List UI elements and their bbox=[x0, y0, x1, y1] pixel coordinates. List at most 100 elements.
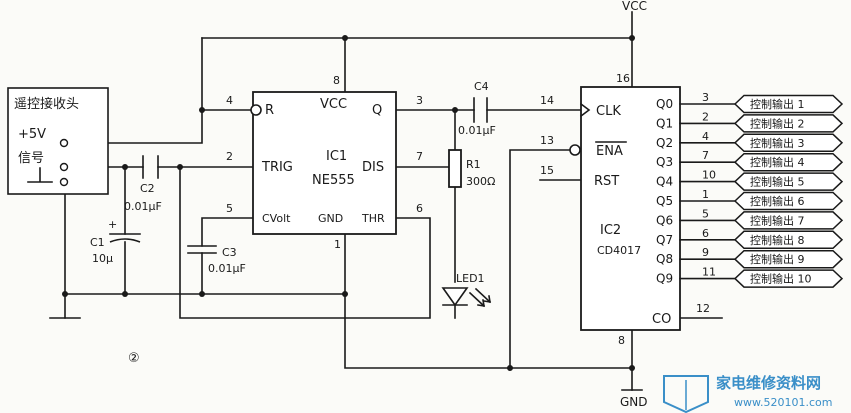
receiver-module: 遥控接收头 +5V 信号 bbox=[7, 87, 109, 195]
ic1-pin-dis: 7 bbox=[416, 150, 423, 163]
output-label: 控制输出 5 bbox=[750, 175, 805, 189]
output-label: 控制输出 2 bbox=[750, 116, 805, 130]
led-led1: LED1 bbox=[441, 272, 492, 308]
ic2-q-pin: 4 bbox=[702, 130, 709, 143]
ic2-q-pin: 3 bbox=[702, 91, 709, 104]
ic1-dis-label: DIS bbox=[362, 160, 384, 175]
ic2-q-pin: 6 bbox=[702, 227, 709, 240]
ic2-q-label: Q2 bbox=[656, 136, 673, 150]
output-arrow-shape bbox=[733, 94, 844, 114]
ic2-pin-vcc: 16 bbox=[616, 72, 630, 85]
c4-name: C4 bbox=[474, 80, 489, 93]
ic1-q-label: Q bbox=[372, 103, 382, 118]
receiver-plus5v: +5V bbox=[18, 127, 46, 142]
output-arrow-shape bbox=[733, 191, 844, 211]
vcc-label: VCC bbox=[622, 0, 647, 13]
svg-text:+: + bbox=[108, 218, 117, 231]
ic2-co-label: CO bbox=[652, 312, 671, 327]
ic1-pin-cvolt: 5 bbox=[226, 202, 233, 215]
capacitor-c4: C4 0.01μF bbox=[458, 80, 496, 137]
ic1-vcc-label: VCC bbox=[320, 97, 347, 112]
c4-value: 0.01μF bbox=[458, 124, 496, 137]
output-label: 控制输出 4 bbox=[750, 155, 805, 169]
ic2-clk-label: CLK bbox=[596, 104, 621, 119]
ic2-q-pin: 9 bbox=[702, 246, 709, 259]
ic1-pin-gnd: 1 bbox=[334, 238, 341, 251]
ic1-trig-label: TRIG bbox=[261, 160, 293, 175]
gnd-label: GND bbox=[620, 395, 648, 409]
ic2-q-pin: 5 bbox=[702, 207, 709, 220]
receiver-title: 遥控接收头 bbox=[14, 96, 79, 112]
c1-value: 10μ bbox=[92, 252, 113, 265]
ic2-pin-rst: 15 bbox=[540, 164, 554, 177]
r1-value: 300Ω bbox=[466, 175, 495, 188]
ic2-q-label: Q6 bbox=[656, 213, 673, 227]
ic2-q-pin: 7 bbox=[702, 149, 709, 162]
output-arrow-shape bbox=[733, 230, 844, 250]
output-arrow-shape bbox=[733, 172, 844, 191]
ic2-q-label: Q7 bbox=[656, 233, 673, 247]
ic2-cd4017: CLK ENA RST CO IC2 CD4017 16 14 13 15 12… bbox=[540, 72, 736, 347]
output-label: 控制输出 3 bbox=[750, 136, 805, 150]
ic2-q-label: Q9 bbox=[656, 272, 673, 286]
output-arrow-shape bbox=[733, 114, 844, 133]
ic1-model: NE555 bbox=[312, 173, 355, 188]
watermark-text: 家电维修资料网 bbox=[716, 374, 821, 392]
capacitor-c1: + C1 10μ bbox=[90, 218, 141, 265]
ic1-pin-vcc: 8 bbox=[333, 74, 340, 87]
capacitor-c3: C3 0.01μF bbox=[187, 245, 246, 275]
c3-value: 0.01μF bbox=[208, 262, 246, 275]
ic2-q-pin: 1 bbox=[702, 188, 709, 201]
c1-name: C1 bbox=[90, 236, 105, 249]
resistor-r1: R1 300Ω bbox=[448, 149, 495, 188]
ic2-pin-clk: 14 bbox=[540, 94, 554, 107]
ic2-q-pin: 11 bbox=[702, 266, 716, 279]
ic1-name: IC1 bbox=[326, 149, 347, 164]
capacitor-c2: C2 0.01μF bbox=[124, 155, 162, 213]
ic1-pin-r: 4 bbox=[226, 94, 233, 107]
ic1-cvolt-label: CVolt bbox=[262, 212, 291, 225]
c2-value: 0.01μF bbox=[124, 200, 162, 213]
output-arrow-shape bbox=[733, 249, 844, 269]
ic2-name: IC2 bbox=[600, 223, 621, 238]
r1-name: R1 bbox=[466, 158, 481, 171]
ic2-pin-ena: 13 bbox=[540, 134, 554, 147]
ic2-ena-label: ENA bbox=[596, 144, 623, 159]
book-logo-icon bbox=[663, 375, 709, 413]
output-label: 控制输出 10 bbox=[750, 272, 812, 286]
ic2-rst-label: RST bbox=[594, 174, 619, 189]
ic2-pin-gnd: 8 bbox=[618, 334, 625, 347]
ic1-r-label: R bbox=[265, 103, 274, 118]
output-label: 控制输出 7 bbox=[750, 213, 805, 227]
figure-number: ② bbox=[128, 351, 140, 366]
ic1-thr-label: THR bbox=[361, 212, 385, 225]
ic2-pin-co: 12 bbox=[696, 302, 710, 315]
ic2-q-label: Q4 bbox=[656, 175, 673, 189]
ic1-pin-trig: 2 bbox=[226, 150, 233, 163]
led1-name: LED1 bbox=[456, 272, 485, 285]
output-label: 控制输出 8 bbox=[750, 233, 805, 247]
ic1-pin-q: 3 bbox=[416, 94, 423, 107]
output-label: 控制输出 9 bbox=[750, 252, 805, 266]
output-arrow-shape bbox=[733, 211, 844, 230]
c3-name: C3 bbox=[222, 246, 237, 259]
ic1-gnd-label: GND bbox=[318, 212, 343, 225]
ic2-q-label: Q8 bbox=[656, 252, 673, 266]
output-arrow-shape bbox=[733, 269, 844, 288]
ic2-q-label: Q0 bbox=[656, 97, 673, 111]
ic2-q-label: Q3 bbox=[656, 155, 673, 169]
output-label: 控制输出 6 bbox=[750, 194, 805, 208]
ic2-q-label: Q1 bbox=[656, 116, 673, 130]
ic2-q-label: Q5 bbox=[656, 194, 673, 208]
watermark: 家电维修资料网 www.520101.com bbox=[663, 374, 832, 413]
receiver-signal: 信号 bbox=[18, 151, 44, 166]
ic2-q-pin: 2 bbox=[702, 110, 709, 123]
c2-name: C2 bbox=[140, 182, 155, 195]
output-arrow-shape bbox=[733, 152, 844, 172]
ic1-pin-thr: 6 bbox=[416, 202, 423, 215]
watermark-url: www.520101.com bbox=[734, 396, 832, 409]
